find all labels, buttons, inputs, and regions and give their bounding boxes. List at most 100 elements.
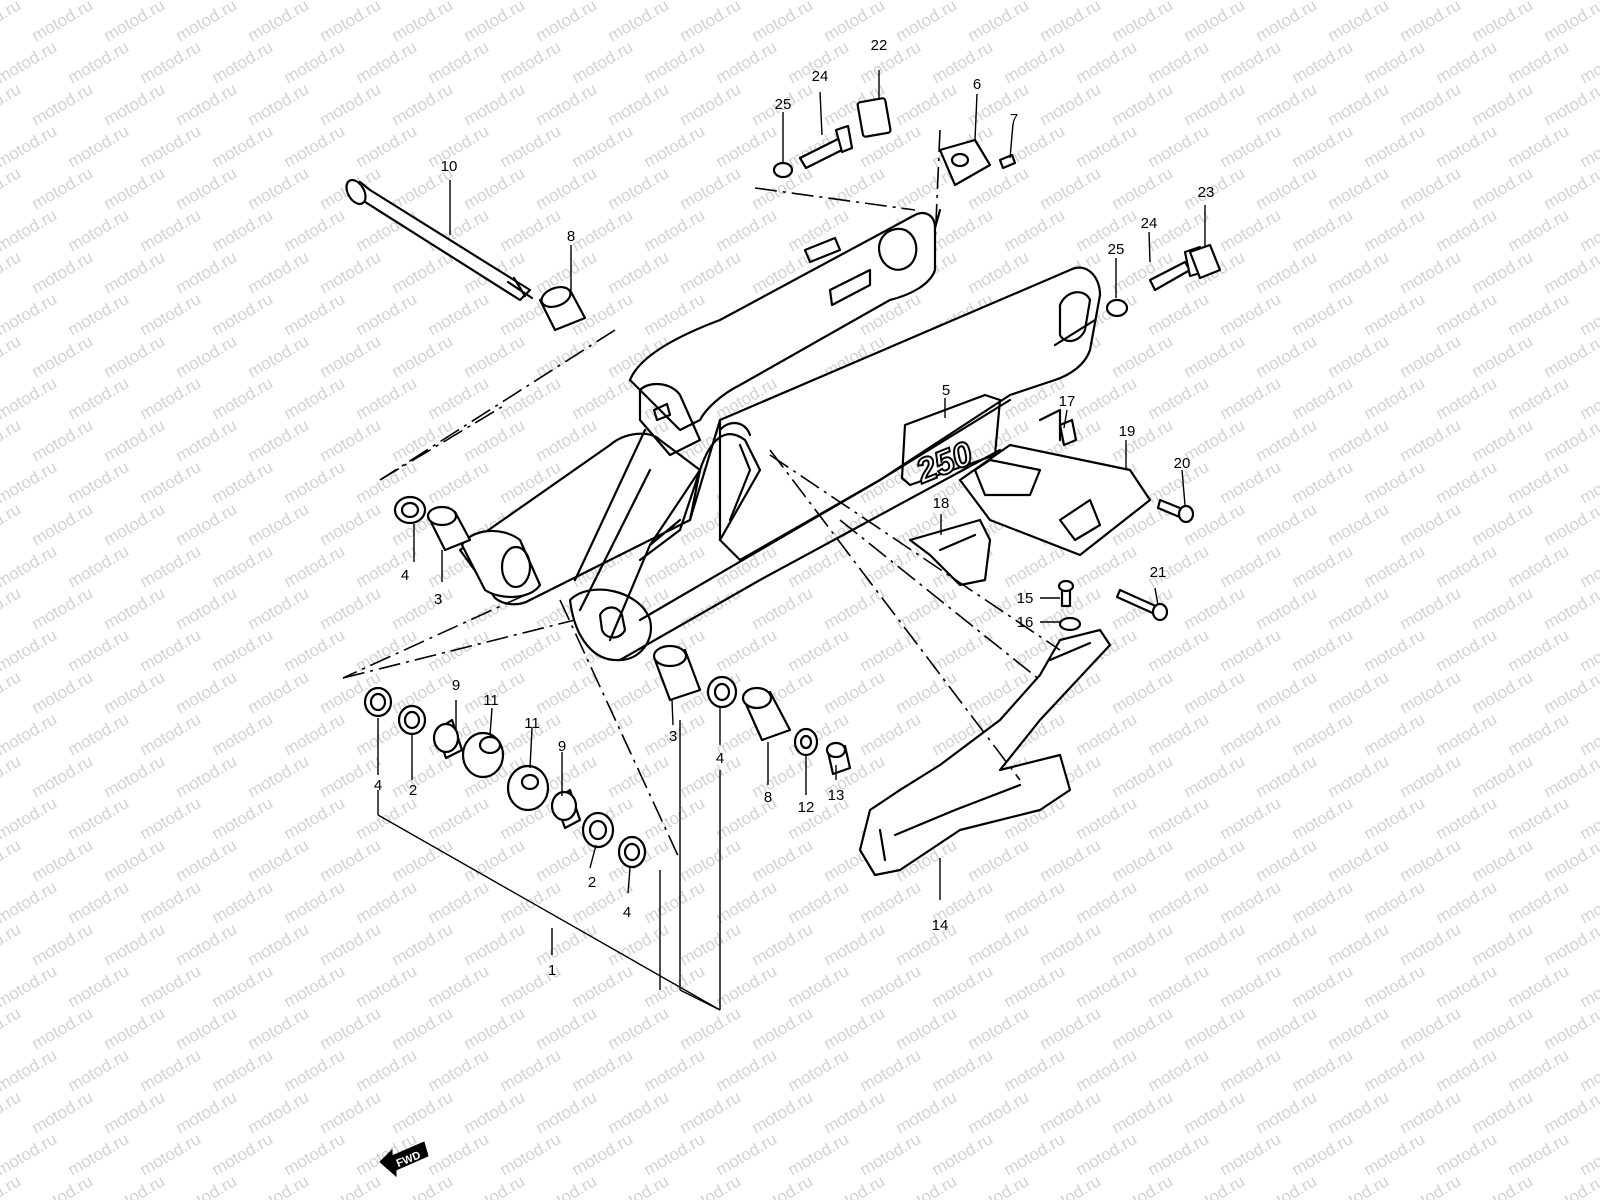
watermark-text: motod.ru bbox=[605, 919, 673, 969]
watermark-text: motod.ru bbox=[137, 373, 205, 423]
watermark-text: motod.ru bbox=[929, 625, 997, 675]
watermark-text: motod.ru bbox=[1217, 121, 1285, 171]
watermark-text: motod.ru bbox=[1505, 793, 1573, 843]
watermark-text: motod.ru bbox=[1361, 625, 1429, 675]
watermark-text: motod.ru bbox=[1145, 1045, 1213, 1095]
watermark-text: motod.ru bbox=[317, 0, 385, 45]
watermark-text: motod.ru bbox=[857, 1045, 925, 1095]
watermark-text: motod.ru bbox=[1253, 79, 1321, 129]
watermark-text: motod.ru bbox=[461, 331, 529, 381]
callout-18: 18 bbox=[933, 495, 950, 512]
watermark-text: motod.ru bbox=[65, 373, 133, 423]
watermark-text: motod.ru bbox=[1505, 205, 1573, 255]
watermark-text: motod.ru bbox=[677, 919, 745, 969]
watermark-text: motod.ru bbox=[0, 0, 24, 45]
bearing-stack-left bbox=[393, 495, 472, 552]
watermark-text: motod.ru bbox=[1469, 583, 1537, 633]
watermark-text: motod.ru bbox=[0, 457, 60, 507]
watermark-text: motod.ru bbox=[353, 877, 421, 927]
watermark-text: motod.ru bbox=[1505, 1129, 1573, 1179]
watermark-text: motod.ru bbox=[1541, 919, 1600, 969]
watermark-text: motod.ru bbox=[1433, 961, 1501, 1011]
watermark-text: motod.ru bbox=[137, 793, 205, 843]
callout-4a: 4 bbox=[401, 567, 409, 584]
watermark-text: motod.ru bbox=[101, 583, 169, 633]
watermark-text: motod.ru bbox=[0, 835, 24, 885]
callout-25a: 25 bbox=[775, 96, 792, 113]
watermark-text: motod.ru bbox=[1253, 1087, 1321, 1137]
callout-9a: 9 bbox=[452, 677, 460, 694]
watermark-text: motod.ru bbox=[65, 121, 133, 171]
watermark-text: motod.ru bbox=[425, 1045, 493, 1095]
watermark-text: motod.ru bbox=[1289, 541, 1357, 591]
watermark-text: motod.ru bbox=[29, 415, 97, 465]
watermark-text: motod.ru bbox=[389, 1087, 457, 1137]
watermark-text: motod.ru bbox=[641, 1129, 709, 1179]
watermark-text: motod.ru bbox=[1253, 583, 1321, 633]
watermark-text: motod.ru bbox=[65, 709, 133, 759]
watermark-text: motod.ru bbox=[857, 37, 925, 87]
watermark-text: motod.ru bbox=[1289, 709, 1357, 759]
watermark-text: motod.ru bbox=[605, 163, 673, 213]
watermark-text: motod.ru bbox=[29, 835, 97, 885]
callout-labels: 1 2 2 3 3 4 4 4 4 5 6 7 8 8 9 9 10 11 11… bbox=[374, 37, 1215, 979]
watermark-text: motod.ru bbox=[605, 1087, 673, 1137]
watermark-text: motod.ru bbox=[245, 583, 313, 633]
watermark-text: motod.ru bbox=[497, 625, 565, 675]
watermark-text: motod.ru bbox=[0, 667, 24, 717]
callout-3b: 3 bbox=[669, 728, 677, 745]
watermark-text: motod.ru bbox=[893, 1003, 961, 1053]
watermark-text: motod.ru bbox=[317, 835, 385, 885]
watermark-text: motod.ru bbox=[1361, 121, 1429, 171]
watermark-text: motod.ru bbox=[317, 415, 385, 465]
watermark-text: motod.ru bbox=[1469, 835, 1537, 885]
watermark-text: motod.ru bbox=[749, 1003, 817, 1053]
callout-3a: 3 bbox=[434, 591, 442, 608]
watermark-text: motod.ru bbox=[1433, 1045, 1501, 1095]
watermark-text: motod.ru bbox=[1109, 1171, 1177, 1200]
watermark-text: motod.ru bbox=[1577, 0, 1600, 3]
watermark-text: motod.ru bbox=[245, 1087, 313, 1137]
watermark-text: motod.ru bbox=[389, 79, 457, 129]
watermark-text: motod.ru bbox=[1145, 709, 1213, 759]
watermark-text: motod.ru bbox=[677, 835, 745, 885]
watermark-text: motod.ru bbox=[0, 625, 60, 675]
watermark-text: motod.ru bbox=[461, 1003, 529, 1053]
watermark-text: motod.ru bbox=[533, 0, 601, 45]
watermark-text: motod.ru bbox=[1505, 625, 1573, 675]
watermark-text: motod.ru bbox=[1037, 0, 1105, 45]
watermark-text: motod.ru bbox=[0, 1003, 24, 1053]
watermark-text: motod.ru bbox=[0, 79, 24, 129]
watermark-text: motod.ru bbox=[1217, 205, 1285, 255]
watermark-text: motod.ru bbox=[245, 835, 313, 885]
watermark-text: motod.ru bbox=[0, 205, 60, 255]
watermark-text: motod.ru bbox=[1217, 709, 1285, 759]
watermark-text: motod.ru bbox=[1397, 247, 1465, 297]
watermark-text: motod.ru bbox=[1397, 499, 1465, 549]
watermark-text: motod.ru bbox=[677, 0, 745, 45]
watermark-text: motod.ru bbox=[173, 247, 241, 297]
watermark-text: motod.ru bbox=[245, 163, 313, 213]
watermark-text: motod.ru bbox=[677, 247, 745, 297]
callout-7: 7 bbox=[1010, 111, 1018, 128]
watermark-text: motod.ru bbox=[785, 1129, 853, 1179]
watermark-text: motod.ru bbox=[1433, 205, 1501, 255]
watermark-text: motod.ru bbox=[1145, 961, 1213, 1011]
watermark-text: motod.ru bbox=[461, 415, 529, 465]
watermark-text: motod.ru bbox=[245, 0, 313, 45]
watermark-text: motod.ru bbox=[0, 1129, 60, 1179]
watermark-text: motod.ru bbox=[497, 205, 565, 255]
watermark-text: motod.ru bbox=[1217, 1045, 1285, 1095]
watermark-text: motod.ru bbox=[101, 163, 169, 213]
watermark-text: motod.ru bbox=[65, 205, 133, 255]
watermark-text: motod.ru bbox=[0, 583, 24, 633]
watermark-text: motod.ru bbox=[1253, 919, 1321, 969]
watermark-text: motod.ru bbox=[281, 793, 349, 843]
watermark-text: motod.ru bbox=[1073, 961, 1141, 1011]
watermark-text: motod.ru bbox=[1181, 79, 1249, 129]
callout-10: 10 bbox=[441, 158, 458, 175]
watermark-text: motod.ru bbox=[425, 373, 493, 423]
watermark-text: motod.ru bbox=[1469, 919, 1537, 969]
watermark-text: motod.ru bbox=[1217, 373, 1285, 423]
